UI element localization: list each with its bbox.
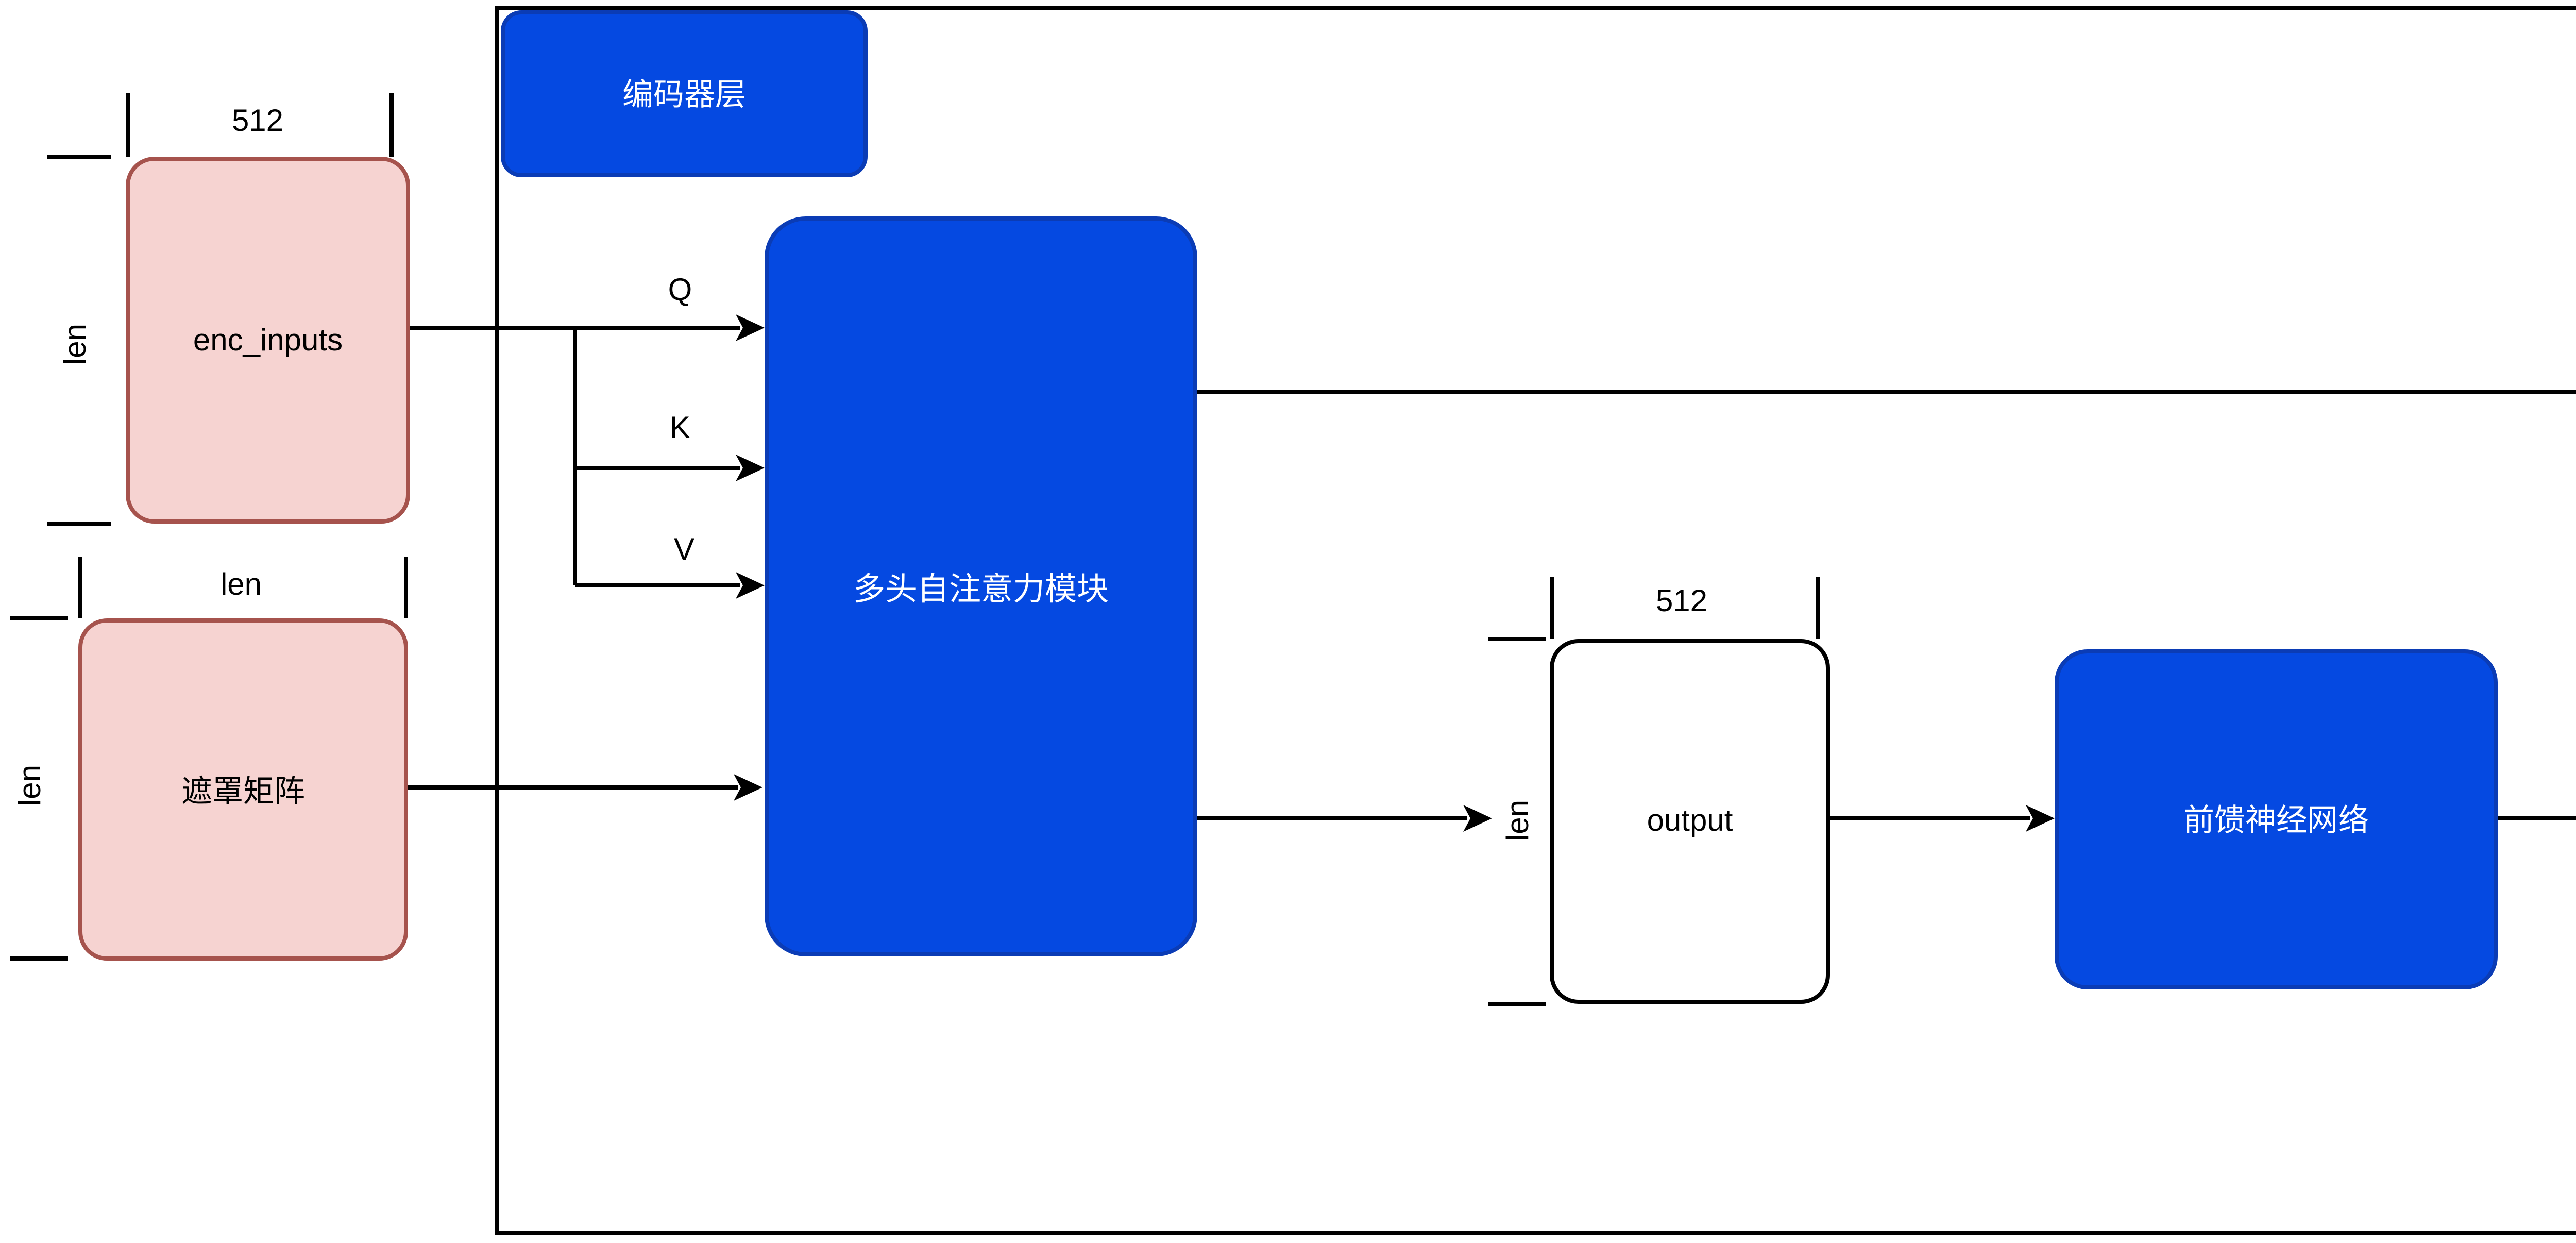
- encoder-layer-title: 编码器层: [622, 78, 746, 113]
- encoder-container-frame: [495, 6, 2576, 1235]
- feed-forward-network-box: 前馈神经网络: [2055, 649, 2498, 989]
- mask-matrix-box: 遮罩矩阵: [78, 618, 408, 961]
- edge-label-k: K: [669, 411, 691, 446]
- encoder-layer-title-box: 编码器层: [501, 10, 868, 177]
- output-box: output: [1550, 639, 1830, 1004]
- dim-512-output: 512: [1655, 584, 1708, 619]
- multi-head-attention-label: 多头自注意力模块: [853, 572, 1109, 607]
- output-label: output: [1647, 804, 1733, 839]
- mask-matrix-label: 遮罩矩阵: [181, 774, 305, 809]
- enc-inputs-label: enc_inputs: [193, 323, 343, 358]
- dim-len-enc-inputs: len: [59, 323, 94, 365]
- dim-len-mask-left: len: [13, 764, 48, 807]
- dim-len-output: len: [1501, 799, 1536, 842]
- arrowheads: [734, 314, 2055, 832]
- dim-ticks-enc-inputs: [47, 93, 394, 526]
- enc-inputs-branch-line: [410, 326, 577, 585]
- multi-head-attention-box: 多头自注意力模块: [765, 216, 1197, 956]
- dim-ticks-mask: [10, 557, 408, 961]
- feed-forward-network-label: 前馈神经网络: [2183, 804, 2369, 839]
- edge-label-v: V: [673, 533, 695, 568]
- dim-ticks-output: [1488, 577, 1820, 1006]
- edge-label-q: Q: [668, 273, 692, 308]
- enc-inputs-box: enc_inputs: [126, 157, 410, 524]
- dim-512-enc-inputs: 512: [231, 104, 284, 139]
- dim-len-mask-top: len: [220, 568, 262, 603]
